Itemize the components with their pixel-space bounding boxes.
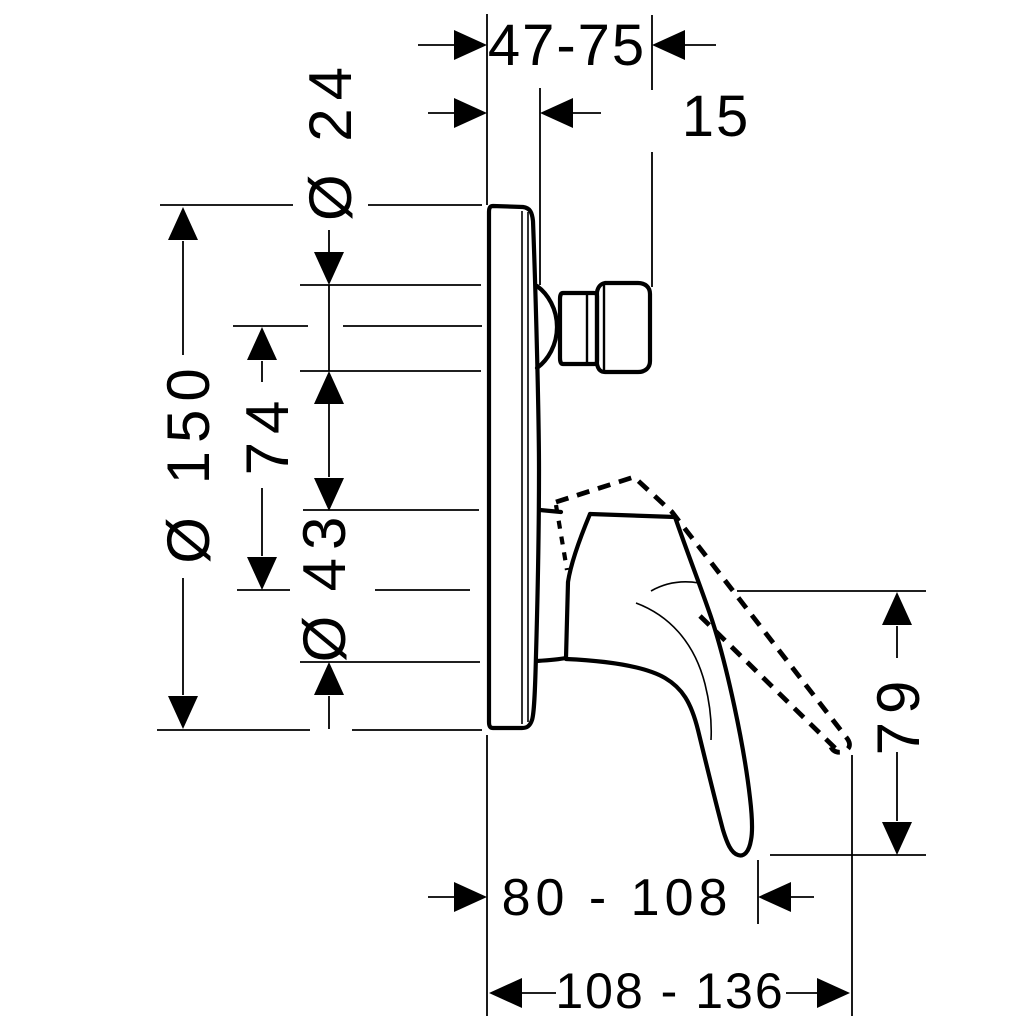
lever-reach-down-label: 80 - 108	[502, 869, 733, 927]
dim-install-depth: 47-75	[418, 13, 716, 78]
sleeve-narrow-section	[557, 290, 600, 367]
dim-plate-thickness: 15	[428, 84, 751, 149]
arrowhead-down-icon	[247, 557, 277, 590]
sleeve-diameter-label: Ø 24	[297, 59, 364, 221]
base-diameter-symbol-label: Ø	[291, 608, 358, 663]
lever-swing-height-label: 79	[865, 673, 932, 756]
lever-stem-bottom	[534, 655, 569, 664]
arrowhead-left-icon	[652, 30, 685, 60]
extension-lines	[157, 14, 926, 1016]
dim-sleeve-diameter: Ø 24	[297, 59, 364, 729]
lever-blade	[563, 514, 755, 858]
arrowhead-up-icon	[247, 327, 277, 360]
arrowhead-left-icon	[489, 978, 522, 1008]
arrowhead-right-icon	[817, 978, 850, 1008]
sleeve-grip-section	[594, 280, 653, 375]
plate-thickness-label: 15	[682, 84, 751, 149]
lever-raised-bottom-edge	[698, 614, 838, 751]
lever-reach-up-label: 108 - 136	[555, 963, 784, 1019]
plate-diameter-label: Ø 150	[155, 360, 222, 563]
arrowhead-right-icon	[454, 98, 487, 128]
install-depth-label: 47-75	[488, 13, 646, 78]
arrowhead-right-icon	[454, 882, 487, 912]
arrowhead-down-icon	[168, 696, 198, 729]
arrowhead-up-icon	[882, 592, 912, 625]
fixture-artwork	[486, 203, 852, 858]
wall-plate	[486, 203, 542, 731]
arrowhead-down-icon	[314, 252, 344, 285]
dim-lever-swing-height: 79	[865, 592, 932, 855]
arrowhead-up-icon	[168, 207, 198, 240]
dim-lever-reach-down: 80 - 108	[428, 869, 814, 927]
arrowhead-down-icon	[882, 822, 912, 855]
sleeve-to-pivot-label: 74	[234, 393, 301, 476]
base-diameter-value-label: 43	[291, 509, 358, 592]
dim-base-diameter: 43 Ø	[291, 478, 358, 695]
dim-lever-reach-up: 108 - 136	[489, 963, 850, 1019]
arrowhead-right-icon	[454, 30, 487, 60]
arrowhead-up-icon	[314, 662, 344, 695]
pivot-reference-line	[237, 589, 926, 592]
arrowhead-up-icon	[314, 371, 344, 404]
lever-detail-curve	[635, 602, 713, 741]
lever-raised-top-edge	[555, 474, 848, 739]
lever-raised-left-edge	[553, 504, 570, 571]
dim-sleeve-to-pivot: 74	[234, 327, 301, 590]
lever-base-top	[587, 511, 678, 520]
lever-base-left-edge	[563, 511, 593, 661]
arrowhead-left-icon	[540, 98, 573, 128]
arrowhead-left-icon	[758, 882, 791, 912]
arrowhead-down-icon	[314, 478, 344, 511]
sleeve-dome	[534, 283, 560, 371]
lever-detail-curve	[650, 581, 700, 592]
lever-raised-tip	[828, 735, 852, 755]
dim-plate-diameter: Ø 150	[155, 207, 222, 729]
